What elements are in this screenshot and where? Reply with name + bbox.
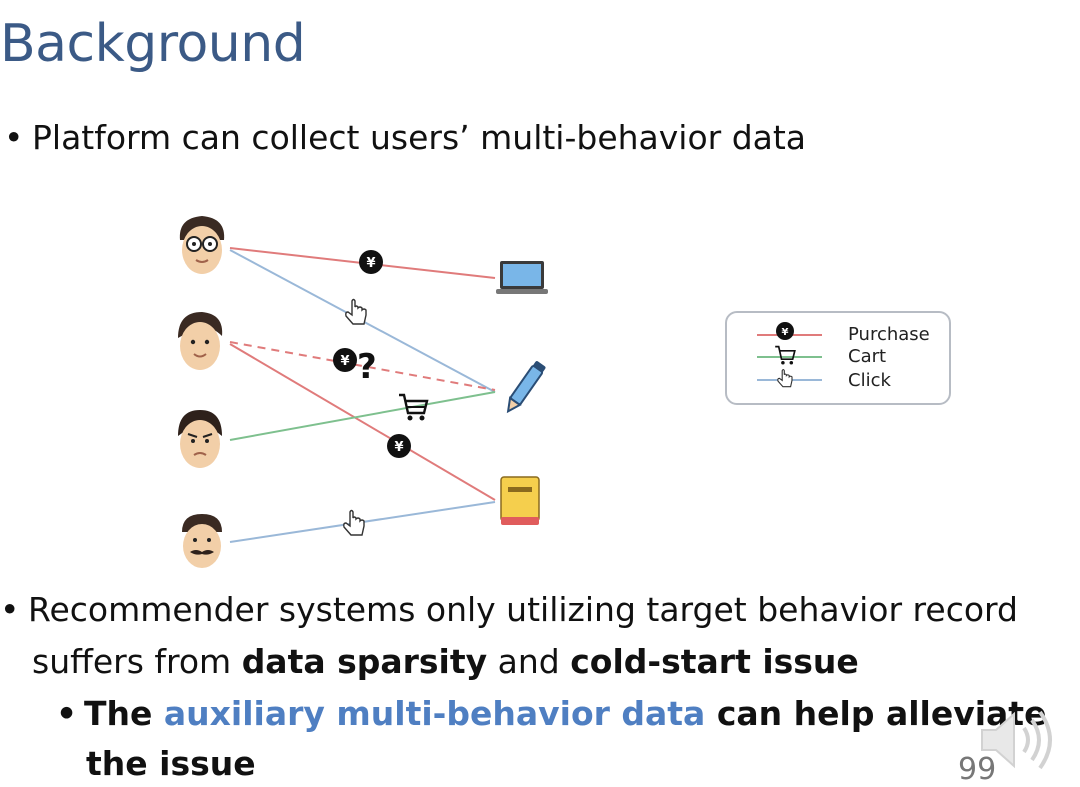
bullet-2-line2-a: suffers from xyxy=(32,642,242,681)
sub-bullet-line2: the issue xyxy=(86,744,256,783)
question-mark: ? xyxy=(357,347,377,387)
cart-icon xyxy=(775,345,796,365)
yen-coin-icon: ¥ xyxy=(333,348,357,372)
legend-swatches: ¥ xyxy=(757,322,822,388)
user-mustache-icon xyxy=(182,514,222,568)
edge-user3-pen-cart xyxy=(229,391,496,441)
bullet-1-text: Platform can collect users’ multi-behavi… xyxy=(32,118,807,157)
user-young-icon xyxy=(178,312,223,370)
legend-label-click: Click xyxy=(848,370,891,391)
page-number: 99 xyxy=(958,752,997,787)
bullet-2: •Recommender systems only utilizing targ… xyxy=(0,590,1018,629)
bullet-2-bold-sparsity: data sparsity xyxy=(241,642,488,681)
bullet-2-text: Recommender systems only utilizing targe… xyxy=(28,590,747,629)
book-icon xyxy=(500,476,540,525)
bullet-2-text-end: behavior record xyxy=(757,590,1018,629)
laptop-icon xyxy=(496,261,548,294)
bullet-2-line2-b: and xyxy=(487,642,571,681)
page-title: Background xyxy=(0,14,306,74)
svg-text:¥: ¥ xyxy=(340,354,349,369)
bullet-marker: • xyxy=(4,118,24,157)
bullet-2-line2: suffers from data sparsity and cold-star… xyxy=(32,642,859,681)
legend-label-purchase: Purchase xyxy=(848,324,930,345)
hand-pointer-icon xyxy=(343,509,365,536)
sub-bullet-a: The xyxy=(84,694,164,733)
user-glasses-icon xyxy=(179,216,225,274)
svg-text:¥: ¥ xyxy=(782,327,789,338)
legend-label-cart: Cart xyxy=(848,346,887,367)
hand-pointer-icon xyxy=(777,369,793,388)
sub-bullet: •The auxiliary multi-behavior data can h… xyxy=(56,694,1046,733)
bullet-marker: • xyxy=(56,694,78,733)
bullet-marker: • xyxy=(0,590,20,629)
yen-coin-icon: ¥ xyxy=(387,434,411,458)
pen-icon xyxy=(506,361,546,414)
bullet-1: •Platform can collect users’ multi-behav… xyxy=(4,118,806,157)
yen-coin-icon: ¥ xyxy=(359,250,383,274)
sub-bullet-accent: auxiliary multi-behavior data xyxy=(163,694,706,733)
yen-coin-icon: ¥ xyxy=(776,322,794,340)
bullet-2-bold-coldstart: cold-start issue xyxy=(570,642,859,681)
speaker-icon[interactable] xyxy=(972,700,1062,780)
edge-user2-book-purchase xyxy=(229,343,496,501)
edge-user2-pen-purchase-predicted xyxy=(229,341,496,391)
legend: ¥ Purchase Cart Click xyxy=(725,311,951,405)
svg-text:¥: ¥ xyxy=(366,256,375,271)
sub-bullet-line2-text: the issue xyxy=(86,744,256,783)
user-angry-icon xyxy=(178,410,222,468)
hand-pointer-icon xyxy=(345,298,367,325)
cart-icon xyxy=(399,393,429,421)
sub-bullet-b: can help alleviate xyxy=(705,694,1047,733)
svg-text:¥: ¥ xyxy=(394,440,403,455)
